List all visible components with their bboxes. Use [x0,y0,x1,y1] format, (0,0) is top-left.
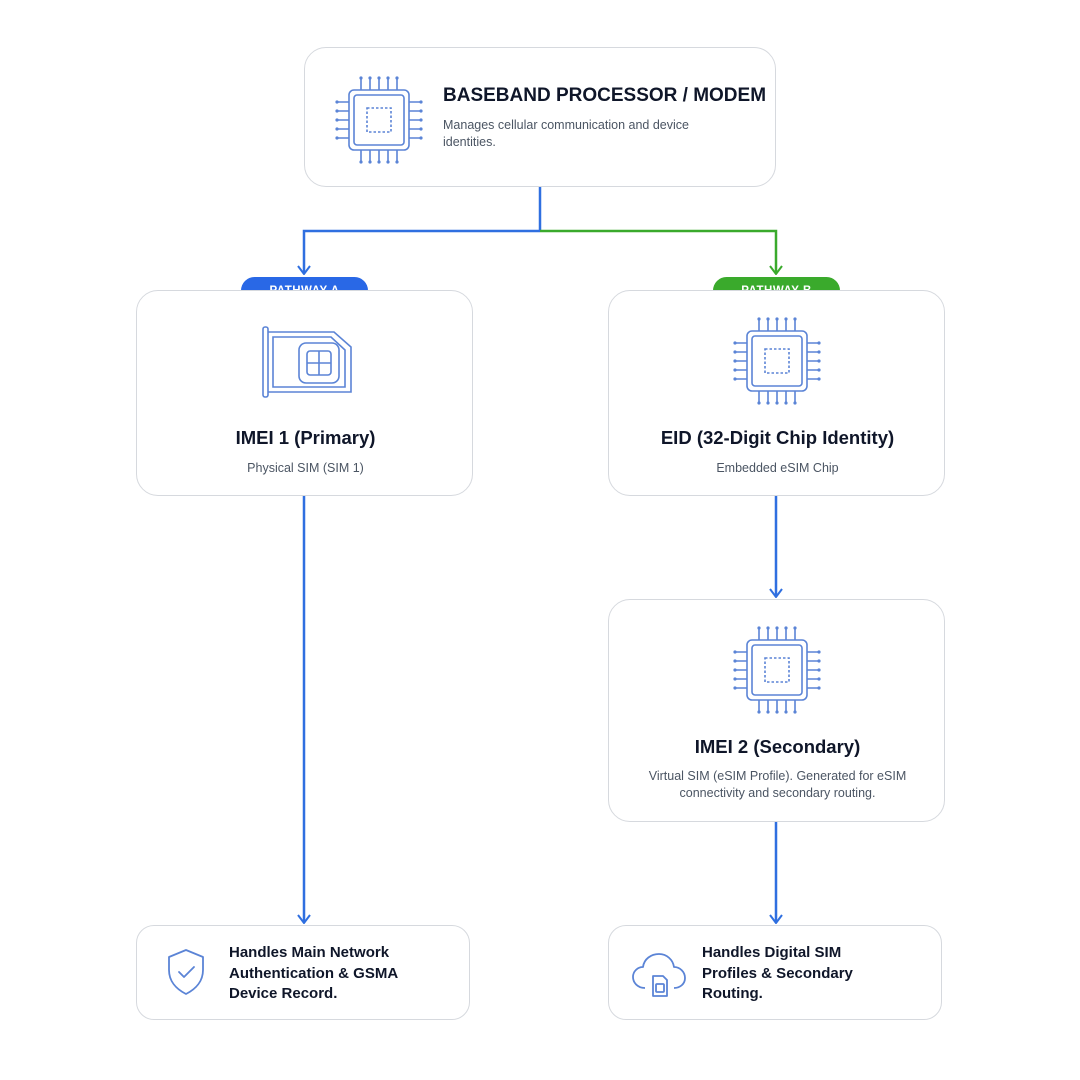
processor-chip-icon [335,76,423,164]
sim-tray-icon [262,326,352,398]
baseband-title: BASEBAND PROCESSOR / MODEM [443,85,767,106]
imei2-box: IMEI 2 (Secondary) Virtual SIM (eSIM Pro… [608,599,945,822]
imei1-box: IMEI 1 (Primary) Physical SIM (SIM 1) [136,290,473,496]
imei1-title: IMEI 1 (Primary) [235,427,376,448]
shield-check-icon [168,949,204,995]
eid-title: EID (32-Digit Chip Identity) [660,427,895,448]
result-a-text: Handles Main Network Authentication & GS… [229,944,398,1002]
imei1-subtitle: Physical SIM (SIM 1) [247,461,364,475]
imei2-title: IMEI 2 (Secondary) [694,736,861,757]
esim-chip-icon [733,317,821,405]
connector-to-pathway-a [304,229,540,274]
baseband-box: BASEBAND PROCESSOR / MODEM Manages cellu… [304,47,776,187]
connector-to-pathway-b [540,229,776,274]
imei2-subtitle: Virtual SIM (eSIM Profile). Generated fo… [648,769,907,800]
result-b-box: Handles Digital SIM Profiles & Secondary… [608,925,942,1020]
esim-chip-icon [733,626,821,714]
cloud-sim-icon [632,953,686,997]
result-a-box: Handles Main Network Authentication & GS… [136,925,470,1020]
eid-box: EID (32-Digit Chip Identity) Embedded eS… [608,290,945,496]
baseband-description: Manages cellular communication and devic… [443,118,689,149]
result-b-text: Handles Digital SIM Profiles & Secondary… [702,944,853,1002]
eid-subtitle: Embedded eSIM Chip [716,461,839,475]
